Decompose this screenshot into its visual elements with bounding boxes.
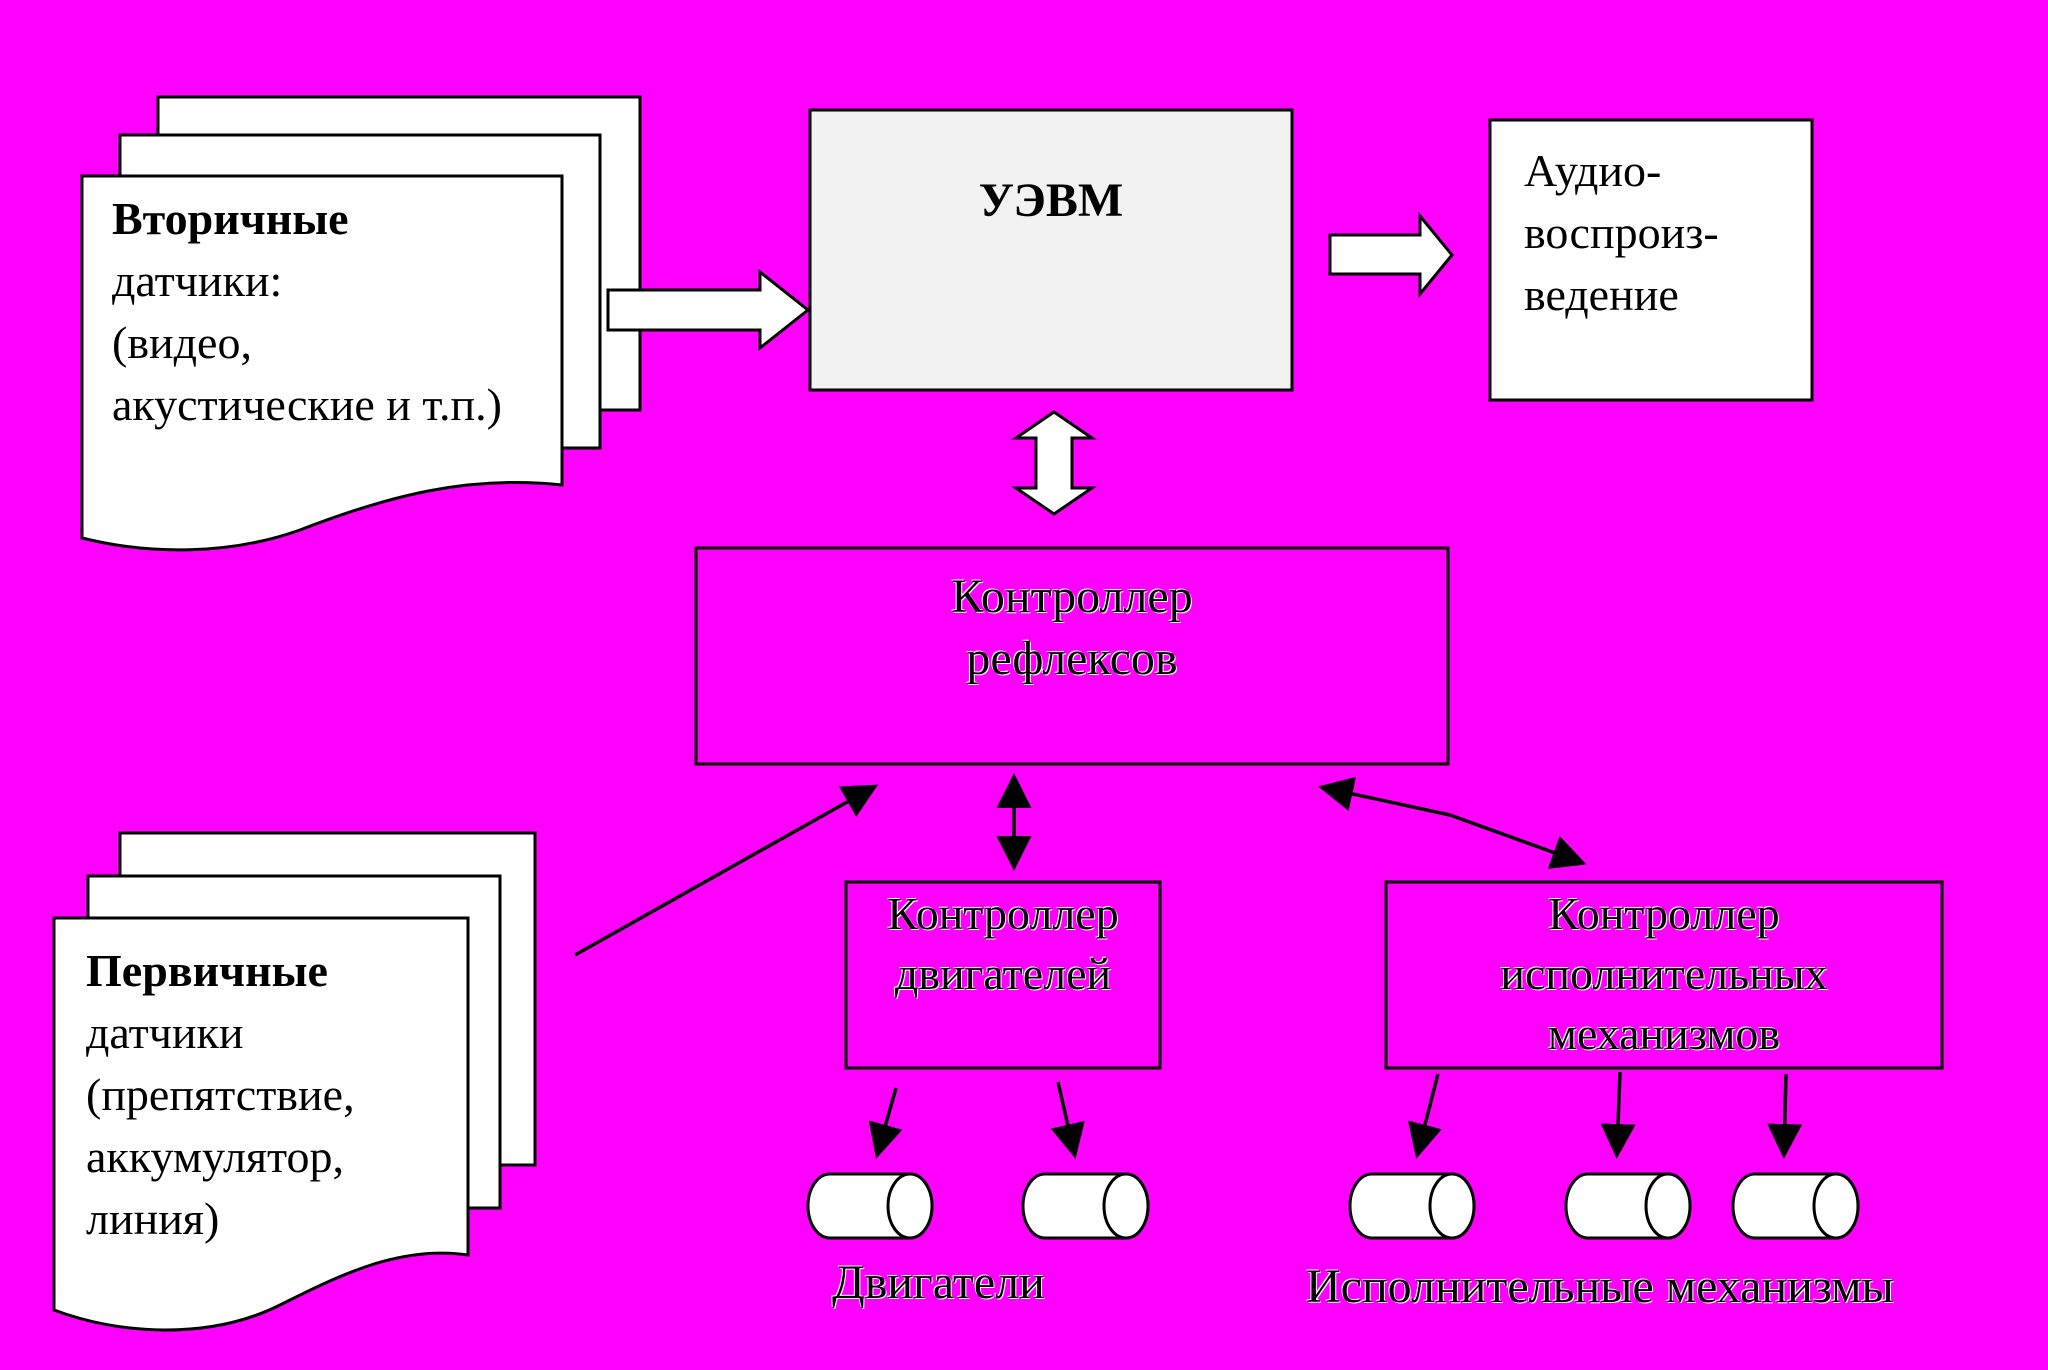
audio-line1: Аудио- — [1524, 145, 1662, 196]
actuator-controller-line2: исполнительных — [1500, 948, 1828, 999]
reflex-controller-line1: Контроллер — [951, 570, 1193, 623]
primary-sensors-line2: (препятствие, — [86, 1069, 355, 1120]
primary-sensors-stack — [52, 831, 537, 1332]
primary-sensors-line3: аккумулятор, — [86, 1131, 345, 1182]
motor-arrow-2 — [1050, 1081, 1085, 1159]
secondary-sensors-line3: акустические и т.п.) — [112, 379, 502, 430]
primary-sensors-line1: датчики — [86, 1007, 244, 1058]
motor-controller-line2: двигателей — [894, 948, 1112, 999]
actuator-controller-text: Контроллер исполнительных механизмов — [1386, 884, 1942, 1064]
secondary-sensors-stack — [80, 95, 642, 552]
reflex-controller-text: Контроллер рефлексов — [696, 566, 1448, 690]
secondary-sensors-line2: (видео, — [112, 317, 252, 368]
audio-line3: ведение — [1524, 269, 1679, 320]
primary-to-reflex-arrow — [574, 784, 879, 957]
actuators-label: Исполнительные механизмы — [1306, 1260, 1894, 1313]
actuator-controller-line3: механизмов — [1547, 1008, 1781, 1059]
motor-controller-line1: Контроллер — [887, 888, 1119, 939]
actuator-arrow-3 — [1767, 1073, 1803, 1159]
motor-controller-box — [844, 880, 1162, 1070]
motor-cylinder-1 — [806, 1172, 934, 1240]
reflex-controller-box — [694, 546, 1450, 766]
reflex-actuator-arrow-start — [1318, 776, 1451, 817]
actuator-cylinder-1 — [1348, 1172, 1476, 1240]
uevm-to-audio-arrow — [1328, 211, 1454, 299]
actuator-cylinder-2 — [1564, 1172, 1692, 1240]
audio-line2: воспроиз- — [1524, 207, 1719, 258]
reflex-controller-line2: рефлексов — [966, 632, 1178, 685]
secondary-sensors-page-front — [80, 174, 564, 552]
actuator-controller-box — [1384, 880, 1944, 1070]
audio-box — [1488, 118, 1814, 402]
actuator-arrow-2 — [1600, 1071, 1636, 1159]
primary-sensors-title: Первичные — [86, 945, 328, 996]
primary-sensors-text: Первичные датчики (препятствие, аккумуля… — [86, 940, 355, 1250]
motor-arrow-1 — [868, 1087, 903, 1159]
sensors-to-uevm-arrow — [606, 268, 811, 352]
actuator-cylinder-3 — [1731, 1172, 1860, 1240]
secondary-sensors-title: Вторичные — [112, 193, 349, 244]
actuator-arrow-1 — [1408, 1073, 1442, 1159]
uevm-reflex-double-arrow — [1011, 410, 1097, 516]
primary-sensors-line4: линия) — [86, 1193, 220, 1244]
uevm-box — [808, 108, 1294, 392]
actuator-controller-line1: Контроллер — [1548, 888, 1780, 939]
uevm-label: УЭВМ — [978, 174, 1124, 227]
secondary-sensors-line1: датчики: — [112, 255, 283, 306]
motor-cylinder-2 — [1021, 1172, 1150, 1240]
reflex-actuator-arrow-end — [1449, 813, 1587, 869]
secondary-sensors-text: Вторичные датчики: (видео, акустические … — [112, 188, 502, 436]
primary-sensors-page-front — [52, 916, 470, 1332]
audio-text: Аудио- воспроиз- ведение — [1524, 140, 1719, 326]
motor-controller-text: Контроллер двигателей — [846, 884, 1160, 1004]
motors-label: Двигатели — [832, 1256, 1045, 1309]
